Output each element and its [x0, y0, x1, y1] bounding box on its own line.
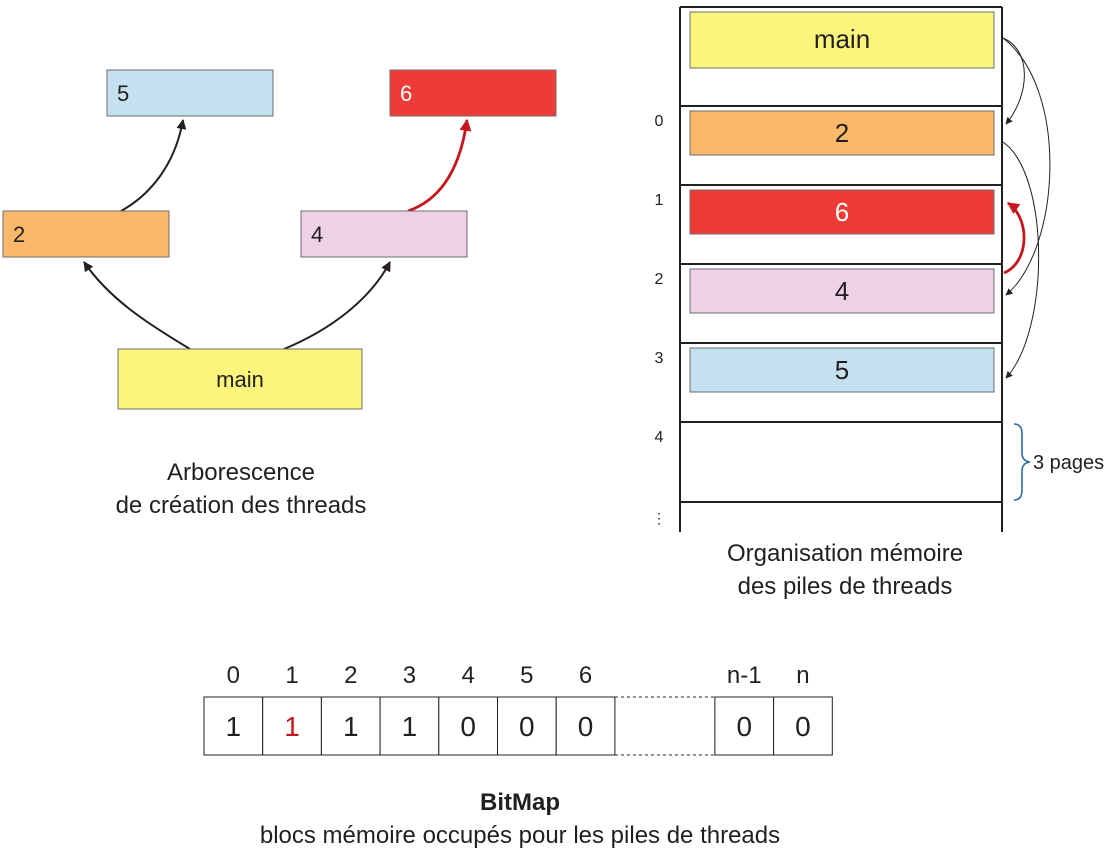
- bitmap-cell-index: 6: [579, 662, 592, 689]
- bitmap-cell-index: 1: [285, 662, 298, 689]
- bitmap-caption: BitMap blocs mémoire occupés pour les pi…: [200, 786, 840, 852]
- tree-node-main: main: [117, 348, 363, 410]
- memory-slot-2: 4: [689, 268, 995, 314]
- memory-link-main-to-2: [1002, 37, 1025, 125]
- bitmap-cell-value: 1: [402, 711, 418, 742]
- bitmap-title: BitMap: [480, 789, 560, 816]
- bitmap-cell-value: 0: [460, 711, 476, 742]
- memory-slot-index: 2: [655, 271, 664, 288]
- memory-slot-index: 4: [655, 429, 664, 446]
- bitmap-cell: 1: [379, 696, 440, 756]
- bitmap-cell: 1: [320, 696, 381, 756]
- bitmap-cell-value: 0: [519, 711, 535, 742]
- memory-main-label: main: [814, 24, 870, 54]
- memory-link-2-to-5: [1002, 141, 1040, 379]
- tree-node-label: 6: [400, 81, 412, 106]
- memory-slot-label: 2: [835, 118, 849, 148]
- memory-caption: Organisation mémoire des piles de thread…: [680, 537, 1010, 603]
- tree-edge-2-to-5: [120, 119, 187, 212]
- memory-main-block: main: [689, 11, 995, 69]
- bitmap-cell-value: 0: [578, 711, 594, 742]
- tree-caption-line2: de création des threads: [115, 492, 367, 519]
- memory-slot-0: 2: [689, 110, 995, 156]
- memory-slot-label: 6: [835, 197, 849, 227]
- bitmap-cell-value: 0: [795, 711, 811, 742]
- bitmap-cell: 0: [497, 696, 557, 756]
- bitmap-cell: 0: [714, 696, 775, 756]
- bitmap-cell-index: 4: [461, 662, 474, 689]
- memory-slot-1: 6: [689, 189, 995, 235]
- brace-icon: [1013, 423, 1031, 501]
- bitmap-cell: 0: [438, 696, 498, 756]
- bitmap-subtitle: blocs mémoire occupés pour les piles de …: [259, 822, 781, 849]
- bitmap-cell-value: 1: [226, 711, 242, 742]
- memory-caption-line2: des piles de threads: [737, 573, 953, 600]
- bitmap-cell: 0: [555, 696, 616, 756]
- bitmap-cell-index: n: [796, 662, 809, 689]
- memory-slot-3: 5: [689, 347, 995, 393]
- thread-tree: 5 6 2 4 main: [2, 69, 557, 410]
- bitmap-cell: 0: [773, 696, 833, 756]
- tree-edge-main-to-4: [283, 261, 391, 350]
- tree-edge-main-to-2: [83, 261, 191, 350]
- tree-caption-line1: Arborescence: [166, 459, 316, 486]
- bitmap-cell-index: n-1: [727, 662, 762, 689]
- memory-slot-label: 4: [835, 276, 849, 306]
- bitmap-table: 1 0 1 1 1 2 1 3 0 4 0 5 0 6 0 n-1 0 n: [203, 662, 833, 756]
- memory-slot-label: 5: [835, 355, 849, 385]
- memory-caption-line1: Organisation mémoire: [726, 540, 964, 567]
- bitmap-cell: 1: [203, 696, 264, 756]
- tree-caption: Arborescence de création des threads: [60, 456, 422, 522]
- tree-node-label: 4: [311, 222, 323, 247]
- tree-node-label: 5: [117, 81, 129, 106]
- tree-node-5: 5: [106, 69, 274, 117]
- tree-node-label: 2: [13, 222, 25, 247]
- tree-node-2: 2: [2, 210, 170, 258]
- tree-node-4: 4: [300, 210, 468, 258]
- bitmap-cell-index: 0: [227, 662, 240, 689]
- memory-link-main-to-4: [1002, 37, 1051, 296]
- tree-node-label: main: [216, 367, 264, 392]
- bitmap-cell-value: 1: [284, 711, 300, 742]
- bitmap-cell-index: 3: [403, 662, 416, 689]
- memory-slot-index: 0: [655, 113, 664, 130]
- memory-link-4-to-6: [1003, 201, 1026, 275]
- stack-memory-layout: main 0 2 1 6 2 4 3 5 4 ⋮ 3 pages: [652, 6, 1104, 532]
- memory-slot-index: 1: [655, 192, 664, 209]
- bitmap-cell-value: 0: [736, 711, 752, 742]
- tree-edge-4-to-6: [407, 118, 472, 213]
- bitmap-cell-index: 2: [344, 662, 357, 689]
- bitmap-cell-index: 5: [520, 662, 533, 689]
- bitmap-cell: 1: [262, 696, 322, 756]
- memory-slot-index: 3: [655, 350, 664, 367]
- memory-ellipsis: ⋮: [652, 510, 666, 526]
- bitmap-cell-value: 1: [343, 711, 359, 742]
- brace-label: 3 pages: [1033, 452, 1104, 474]
- tree-node-6: 6: [389, 69, 557, 117]
